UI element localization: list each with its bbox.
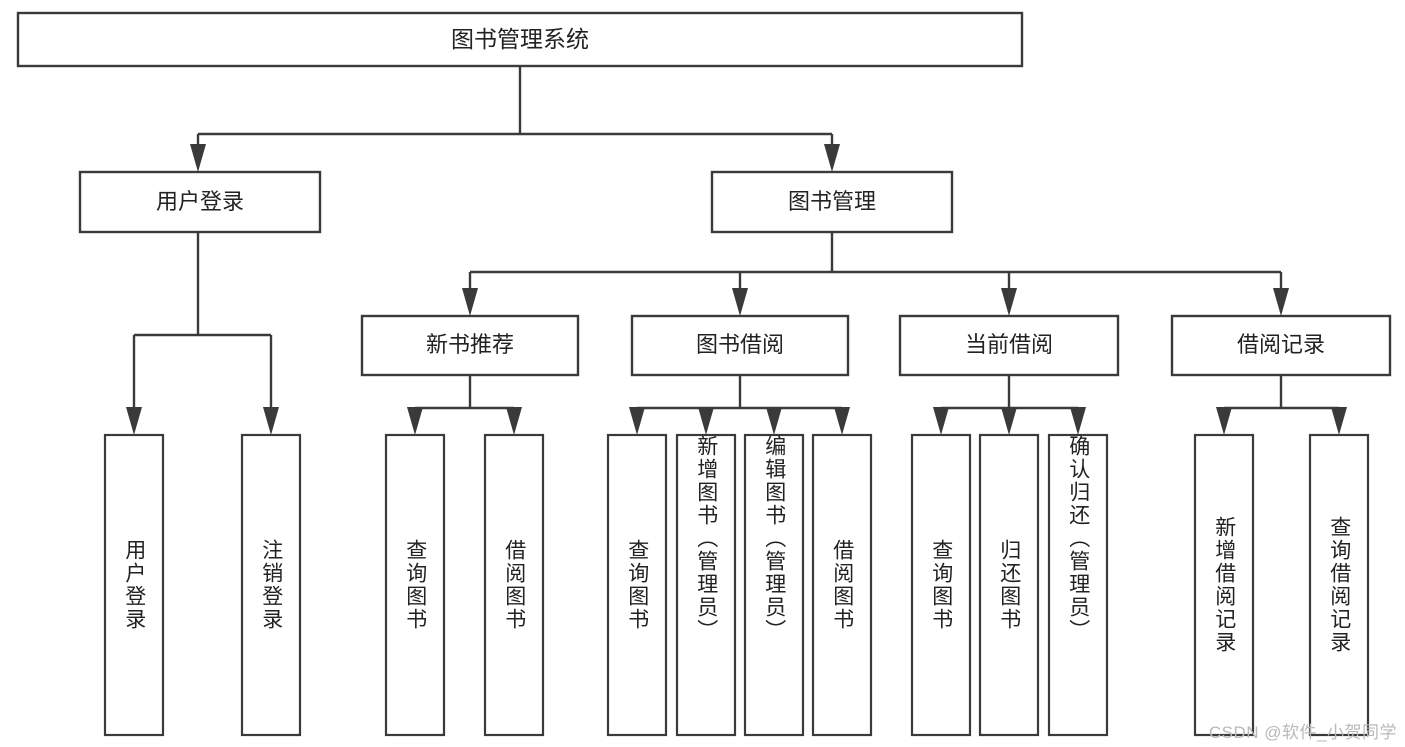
node-leaf-borrow-book-1-box[interactable] [483, 433, 545, 737]
node-book-borrow-label: 图书借阅 [696, 332, 784, 357]
arrow-leaf-query-book-1 [407, 407, 423, 435]
arrow-leaf-query-book-3 [933, 407, 949, 435]
node-user-login-label: 用户登录 [156, 189, 244, 214]
arrow-leaf-add-record [1216, 407, 1232, 435]
csdn-watermark: CSDN @软件_小贺同学 [1208, 723, 1397, 742]
arrow-borrow-record [1273, 288, 1289, 316]
arrow-leaf-borrow-book-2 [834, 407, 850, 435]
arrow-new-book-recommend [462, 288, 478, 316]
node-leaf-query-book-2-box[interactable] [606, 433, 668, 737]
arrow-leaf-user-login [126, 407, 142, 435]
node-new-book-recommend-label: 新书推荐 [426, 332, 514, 357]
arrow-book-management [824, 144, 840, 172]
node-labels: 图书管理系统 用户登录 图书管理 新书推荐 图书借阅 当前借阅 借阅记录 [156, 26, 1325, 357]
edges-new-book-recommend-to-leaves [407, 375, 522, 435]
arrow-leaf-add-book [698, 407, 714, 435]
arrow-leaf-logout [263, 407, 279, 435]
node-leaf-user-login-box[interactable] [103, 433, 165, 737]
node-current-borrow-box[interactable] [898, 314, 1120, 377]
node-user-login-box[interactable] [78, 170, 322, 234]
node-leaf-return-book-box[interactable] [978, 433, 1040, 737]
edges-current-borrow-to-leaves [933, 375, 1086, 435]
node-leaf-logout-box[interactable] [240, 433, 302, 737]
node-leaf-edit-book-box[interactable] [743, 433, 805, 737]
node-borrow-record-label: 借阅记录 [1237, 332, 1325, 357]
edges-user-login-to-leaves [126, 232, 279, 435]
arrow-leaf-confirm-return [1070, 407, 1086, 435]
node-leaf-query-book-1-box[interactable] [384, 433, 446, 737]
node-leaf-confirm-return-box[interactable] [1047, 433, 1109, 737]
arrow-leaf-edit-book [766, 407, 782, 435]
arrow-leaf-query-book-2 [629, 407, 645, 435]
node-leaf-add-book-box[interactable] [675, 433, 737, 737]
node-root-label: 图书管理系统 [451, 26, 589, 52]
node-borrow-record-box[interactable] [1170, 314, 1392, 377]
arrow-current-borrow [1001, 288, 1017, 316]
edges-borrow-record-to-leaves [1216, 375, 1347, 435]
node-leaf-add-record-box[interactable] [1193, 433, 1255, 737]
arrow-book-borrow [732, 288, 748, 316]
node-boxes [16, 11, 1392, 737]
node-leaf-query-book-3-box[interactable] [910, 433, 972, 737]
node-book-borrow-box[interactable] [630, 314, 850, 377]
arrow-user-login [190, 144, 206, 172]
node-current-borrow-label: 当前借阅 [965, 332, 1053, 357]
arrow-leaf-query-record [1331, 407, 1347, 435]
arrow-leaf-borrow-book-1 [506, 407, 522, 435]
edges-book-management-to-level3 [462, 232, 1289, 316]
node-new-book-recommend-box[interactable] [360, 314, 580, 377]
node-book-management-box[interactable] [710, 170, 954, 234]
node-book-management-label: 图书管理 [788, 189, 876, 214]
node-root-box[interactable] [16, 11, 1024, 68]
node-leaf-borrow-book-2-box[interactable] [811, 433, 873, 737]
arrow-leaf-return-book [1001, 407, 1017, 435]
edges-book-borrow-to-leaves [629, 375, 850, 435]
edges-root-to-level2 [190, 66, 840, 172]
node-leaf-query-record-box[interactable] [1308, 433, 1370, 737]
